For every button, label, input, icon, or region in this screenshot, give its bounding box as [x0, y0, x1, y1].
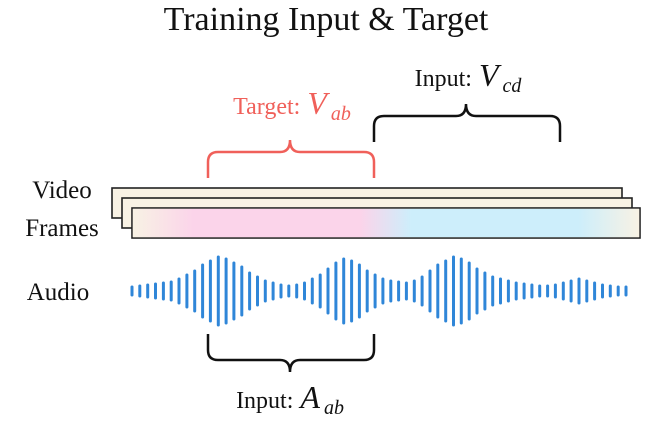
- target-label: Target: V ab: [233, 85, 351, 125]
- target-label-symbol: V: [307, 85, 330, 121]
- audio-label: Audio: [27, 279, 90, 306]
- frame-region-highlight: [132, 208, 640, 238]
- frames-label: Frames: [25, 215, 99, 242]
- target-label-prefix: Target:: [233, 94, 300, 120]
- input-audio-brace: [206, 334, 376, 373]
- input-audio-label: Input: A ab: [236, 379, 344, 419]
- target-brace: [206, 139, 376, 178]
- video-frames: [111, 187, 641, 239]
- video-label: Video: [32, 177, 92, 204]
- input-video-label-prefix: Input:: [415, 66, 472, 92]
- input-audio-label-symbol: A: [298, 379, 320, 415]
- input-video-label-sub: cd: [502, 75, 522, 97]
- diagram-title: Training Input & Target: [164, 1, 489, 38]
- target-label-sub: ab: [331, 103, 351, 125]
- input-audio-label-prefix: Input:: [236, 388, 293, 414]
- input-video-label: Input: V cd: [415, 57, 523, 97]
- input-video-label-symbol: V: [479, 57, 502, 93]
- audio-waveform: [130, 255, 628, 327]
- input-video-brace: [372, 103, 562, 142]
- input-audio-label-sub: ab: [324, 397, 344, 419]
